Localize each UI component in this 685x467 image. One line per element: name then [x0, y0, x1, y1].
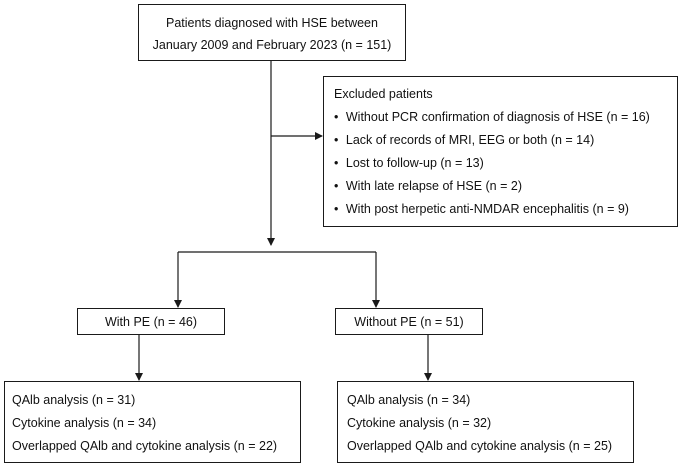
excluded-item: • With late relapse of HSE (n = 2) [334, 179, 522, 194]
excluded-item: • Lack of records of MRI, EEG or both (n… [334, 133, 594, 148]
bullet-glyph: • [334, 156, 339, 170]
bullet-glyph: • [334, 110, 339, 124]
analysis-line: QAlb analysis (n = 34) [347, 393, 471, 407]
excluded-patients-box: Excluded patients • Without PCR confirma… [323, 76, 678, 227]
analysis-line: QAlb analysis (n = 31) [12, 393, 136, 407]
with-pe-box: With PE (n = 46) [77, 308, 225, 335]
top-box-line-2: January 2009 and February 2023 (n = 151) [152, 38, 392, 52]
excluded-item-text: Lack of records of MRI, EEG or both (n =… [345, 133, 595, 147]
excluded-item-text: With post herpetic anti-NMDAR encephalit… [345, 202, 629, 216]
excluded-item-text: Without PCR confirmation of diagnosis of… [345, 110, 650, 124]
with-pe-label: With PE (n = 46) [104, 315, 198, 329]
top-box-line-1: Patients diagnosed with HSE between [166, 16, 378, 30]
analysis-line: Overlapped QAlb and cytokine analysis (n… [12, 439, 278, 453]
excluded-item-text: Lost to follow-up (n = 13) [345, 156, 484, 170]
excluded-item-text: With late relapse of HSE (n = 2) [345, 179, 522, 193]
bullet-glyph: • [334, 133, 339, 147]
analysis-line: Overlapped QAlb and cytokine analysis (n… [347, 439, 613, 453]
excluded-item: • With post herpetic anti-NMDAR encephal… [334, 202, 629, 217]
analysis-line: Cytokine analysis (n = 32) [347, 416, 492, 430]
with-pe-analysis-box: QAlb analysis (n = 31) Cytokine analysis… [4, 381, 301, 463]
bullet-glyph: • [334, 179, 339, 193]
excluded-item: • Without PCR confirmation of diagnosis … [334, 110, 650, 125]
without-pe-label: Without PE (n = 51) [354, 315, 464, 329]
excluded-item: • Lost to follow-up (n = 13) [334, 156, 484, 171]
bullet-glyph: • [334, 202, 339, 216]
top-patients-box: Patients diagnosed with HSE between Janu… [138, 4, 406, 61]
without-pe-box: Without PE (n = 51) [335, 308, 483, 335]
excluded-title: Excluded patients [334, 87, 433, 101]
without-pe-analysis-box: QAlb analysis (n = 34) Cytokine analysis… [337, 381, 634, 463]
analysis-line: Cytokine analysis (n = 34) [12, 416, 157, 430]
